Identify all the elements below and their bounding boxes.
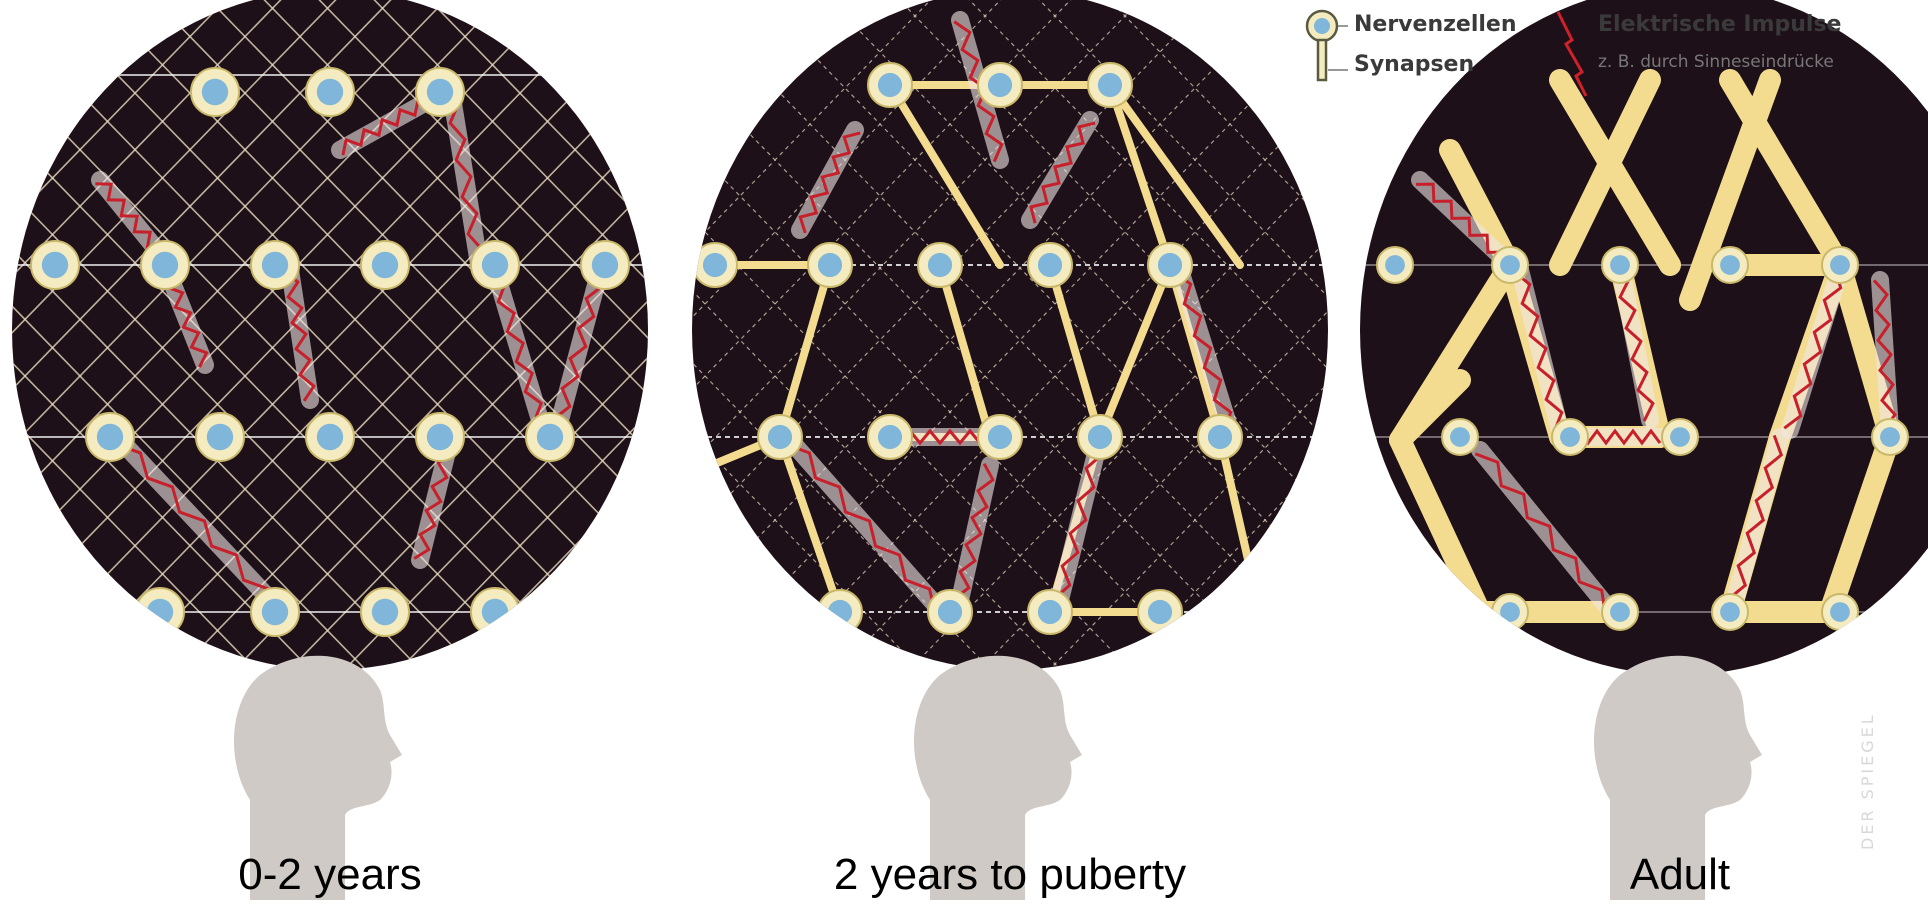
neuron-nucleus: [1670, 427, 1690, 447]
neuron-nucleus: [372, 252, 398, 278]
impulse-legend-icon: [1558, 12, 1586, 96]
legend-impulse-title: Elektrische Impulse: [1598, 12, 1841, 37]
neuron-nucleus: [1088, 425, 1112, 449]
neuron-nucleus: [1208, 425, 1232, 449]
legend-impulse-subtitle: z. B. durch Sinneseindrücke: [1598, 52, 1834, 72]
neuron-nucleus: [317, 79, 343, 105]
neuron-nucleus: [828, 600, 852, 624]
neuron-nucleus: [262, 599, 288, 625]
neuron-nucleus: [1038, 600, 1062, 624]
neuron-nucleus: [1158, 253, 1182, 277]
neuron-nucleus: [537, 424, 563, 450]
stage-label-adult: Adult: [1480, 850, 1880, 900]
neuron-nucleus: [928, 253, 952, 277]
neuron-nucleus: [202, 79, 228, 105]
stage-label-infant: 0-2 years: [130, 850, 530, 900]
neuron-nucleus: [878, 73, 902, 97]
neuron-nucleus: [482, 599, 508, 625]
neuron-nucleus: [372, 599, 398, 625]
image-credit: DER SPIEGEL: [1858, 650, 1888, 850]
neuron-nucleus: [1560, 427, 1580, 447]
neuron-nucleus: [42, 252, 68, 278]
neuron-nucleus: [427, 79, 453, 105]
neuron-nucleus: [988, 73, 1012, 97]
neuron-nucleus: [1098, 73, 1122, 97]
neuron-nucleus: [878, 425, 902, 449]
neuron-nucleus: [1610, 602, 1630, 622]
neuron-nucleus: [1500, 602, 1520, 622]
neuron-nucleus: [1385, 255, 1405, 275]
neuron-nucleus: [482, 252, 508, 278]
neuron-nucleus: [262, 252, 288, 278]
synapse-line: [0, 0, 10, 700]
neuron-nucleus: [988, 425, 1012, 449]
neuron-nucleus: [427, 424, 453, 450]
legend-neuron-label: Nervenzellen: [1354, 12, 1517, 37]
neuron-nucleus: [1720, 602, 1740, 622]
neuron-nucleus: [1148, 600, 1172, 624]
neuron-nucleus: [1830, 602, 1850, 622]
neuron-nucleus: [147, 599, 173, 625]
neuron-nucleus: [1880, 427, 1900, 447]
neuron-nucleus: [703, 253, 727, 277]
neuron-nucleus: [818, 253, 842, 277]
neuron-nucleus: [592, 252, 618, 278]
legend-synapse-label: Synapsen: [1354, 52, 1474, 77]
neuron-nucleus: [1610, 255, 1630, 275]
legend: Nervenzellen Synapsen Elektrische Impuls…: [1290, 0, 1928, 100]
stage-label-child: 2 years to puberty: [760, 850, 1260, 900]
neuron-legend-icon: [1307, 11, 1348, 80]
neuron-nucleus: [1500, 255, 1520, 275]
neuron-nucleus: [938, 600, 962, 624]
neuron-nucleus: [97, 424, 123, 450]
neuron-nucleus: [152, 252, 178, 278]
neuron-nucleus: [207, 424, 233, 450]
neuron-nucleus: [1450, 427, 1470, 447]
neuron-nucleus: [1038, 253, 1062, 277]
neuron-nucleus: [317, 424, 343, 450]
panel-adult: [1360, 0, 1928, 900]
neuron-nucleus: [1830, 255, 1850, 275]
neuron-nucleus: [1720, 255, 1740, 275]
neuron-nucleus: [768, 425, 792, 449]
